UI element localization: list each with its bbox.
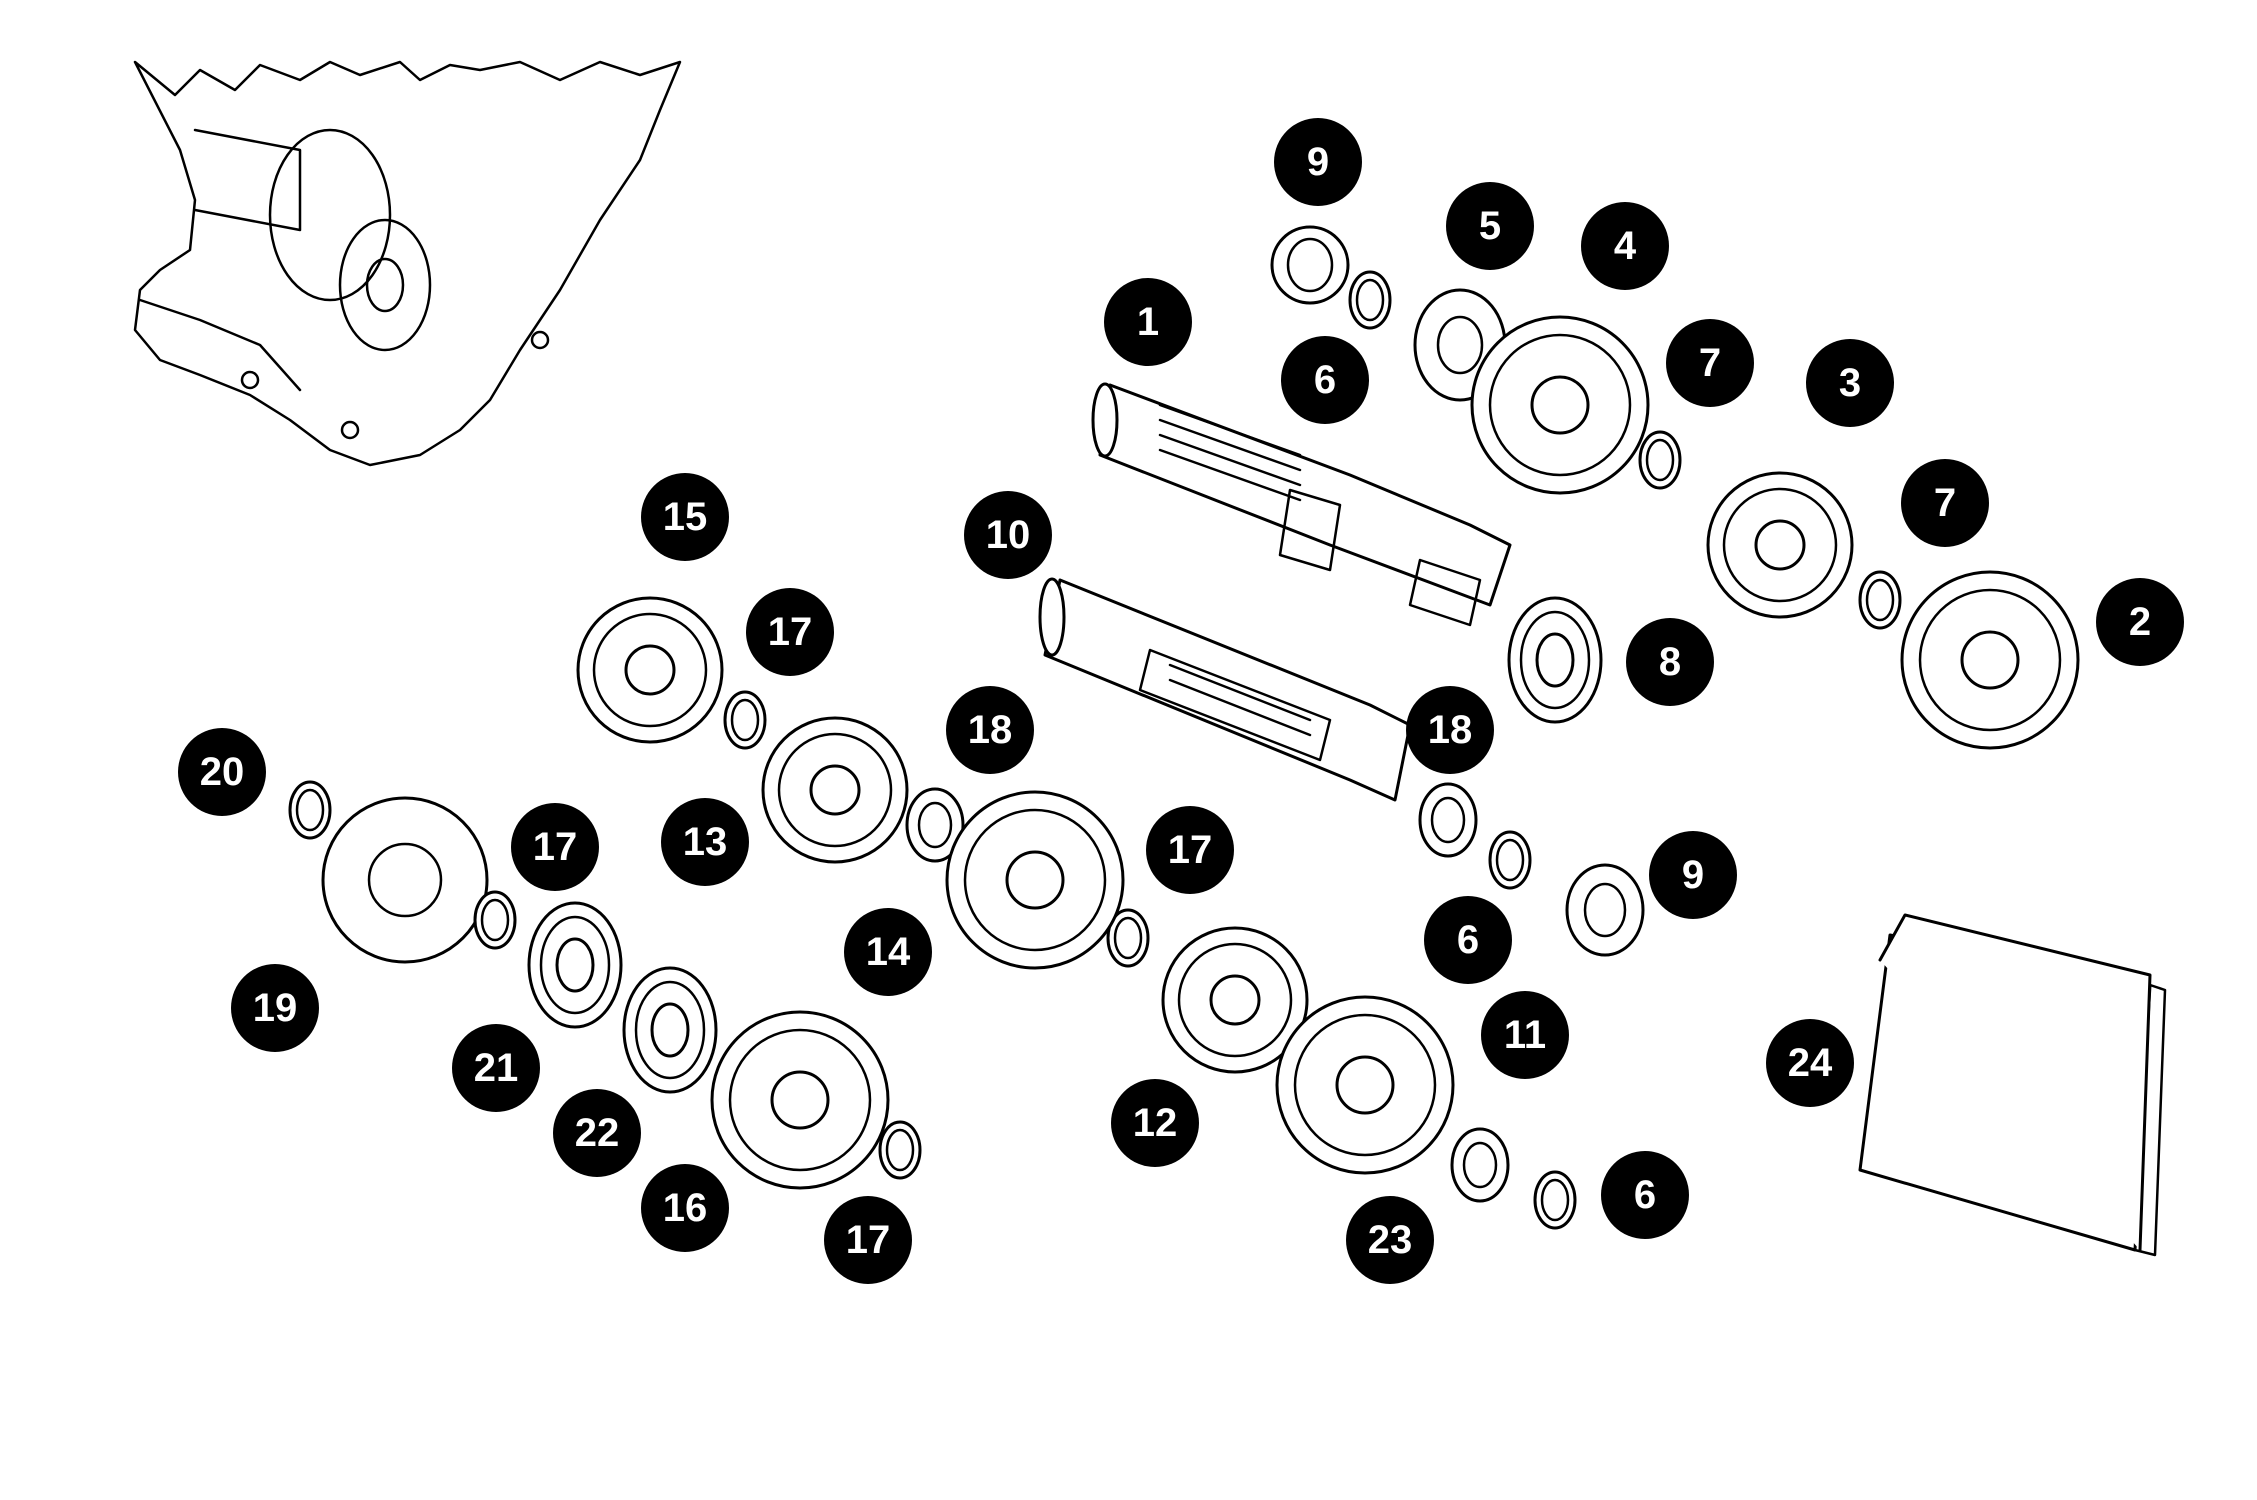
callout-17-right-text: 17 — [1168, 828, 1213, 872]
callout-6-top: 6 — [1281, 336, 1369, 424]
callout-10: 10 — [964, 491, 1052, 579]
callout-7-upper: 7 — [1666, 319, 1754, 407]
callout-18-left: 18 — [946, 686, 1034, 774]
callout-24: 24 — [1766, 1019, 1854, 1107]
callout-19-text: 19 — [253, 986, 298, 1030]
callout-4: 4 — [1581, 202, 1669, 290]
callout-7-lower: 7 — [1901, 459, 1989, 547]
bearing-22 — [622, 966, 718, 1094]
circlip-17-bottom — [878, 1120, 922, 1180]
callout-3-text: 3 — [1839, 361, 1861, 405]
callout-13: 13 — [661, 798, 749, 886]
circlip-17-left — [473, 890, 517, 950]
callout-21-text: 21 — [474, 1046, 519, 1090]
callout-9-right: 9 — [1649, 831, 1737, 919]
bearing-9-right — [1565, 863, 1645, 957]
callout-18-left-text: 18 — [968, 708, 1013, 752]
counter-shaft — [1038, 577, 1412, 802]
gear-13 — [761, 716, 909, 864]
callout-12-text: 12 — [1133, 1101, 1178, 1145]
callout-2: 2 — [2096, 578, 2184, 666]
callout-6-mid: 6 — [1424, 896, 1512, 984]
callout-9-top-text: 9 — [1307, 140, 1329, 184]
callout-11: 11 — [1481, 991, 1569, 1079]
washer-23 — [1450, 1127, 1510, 1203]
bearing-9-top — [1270, 225, 1350, 305]
callout-20: 20 — [178, 728, 266, 816]
callout-24-text: 24 — [1788, 1041, 1833, 1085]
circlip-6-bottom — [1533, 1170, 1577, 1230]
callout-20-text: 20 — [200, 750, 245, 794]
callout-5-text: 5 — [1479, 204, 1501, 248]
callout-18-right-text: 18 — [1428, 708, 1473, 752]
callout-17-right: 17 — [1146, 806, 1234, 894]
callout-17-left: 17 — [511, 803, 599, 891]
callout-10-text: 10 — [986, 513, 1031, 557]
bearing-21 — [527, 901, 623, 1029]
gear-15 — [576, 596, 724, 744]
callout-15: 15 — [641, 473, 729, 561]
circlip-6-top — [1348, 270, 1392, 330]
gear-14 — [945, 790, 1125, 970]
callout-17-bottom: 17 — [824, 1196, 912, 1284]
callout-3: 3 — [1806, 339, 1894, 427]
circlip-6-mid — [1488, 830, 1532, 890]
callout-9-top: 9 — [1274, 118, 1362, 206]
callout-5: 5 — [1446, 182, 1534, 270]
callout-15-text: 15 — [663, 495, 708, 539]
callout-18-right: 18 — [1406, 686, 1494, 774]
circlip-7-upper — [1638, 430, 1682, 490]
washer-18-right — [1418, 782, 1478, 858]
callout-19: 19 — [231, 964, 319, 1052]
gear-16 — [710, 1010, 890, 1190]
callout-8: 8 — [1626, 618, 1714, 706]
callout-17-bottom-text: 17 — [846, 1218, 891, 1262]
callout-16: 16 — [641, 1164, 729, 1252]
callout-2-text: 2 — [2129, 600, 2151, 644]
gear-4 — [1470, 315, 1650, 495]
callout-1: 1 — [1104, 278, 1192, 366]
callout-6-mid-text: 6 — [1457, 918, 1479, 962]
circlip-17-upper-left — [723, 690, 767, 750]
gear-2 — [1900, 570, 2080, 750]
callout-17-upper-left-text: 17 — [768, 610, 813, 654]
callout-23: 23 — [1346, 1196, 1434, 1284]
callout-4-text: 4 — [1614, 224, 1637, 268]
callout-14-text: 14 — [866, 930, 911, 974]
callout-7-lower-text: 7 — [1934, 481, 1956, 525]
callout-12: 12 — [1111, 1079, 1199, 1167]
circlip-20 — [288, 780, 332, 840]
manual-booklet — [1858, 913, 2167, 1257]
callout-17-left-text: 17 — [533, 825, 578, 869]
callout-8-text: 8 — [1659, 640, 1681, 684]
callout-17-upper-left: 17 — [746, 588, 834, 676]
callout-16-text: 16 — [663, 1186, 708, 1230]
bearing-8 — [1507, 596, 1603, 724]
callout-9-right-text: 9 — [1682, 853, 1704, 897]
callout-6-bottom: 6 — [1601, 1151, 1689, 1239]
gear-11 — [1275, 995, 1455, 1175]
callout-14: 14 — [844, 908, 932, 996]
engine-housing-outline — [133, 60, 682, 467]
callout-21: 21 — [452, 1024, 540, 1112]
callout-6-bottom-text: 6 — [1634, 1173, 1656, 1217]
callout-22-text: 22 — [575, 1111, 620, 1155]
main-shaft — [1091, 382, 1512, 627]
callout-22: 22 — [553, 1089, 641, 1177]
callout-23-text: 23 — [1368, 1218, 1413, 1262]
callout-11-text: 11 — [1504, 1013, 1546, 1057]
callout-6-top-text: 6 — [1314, 358, 1336, 402]
gear-3 — [1706, 471, 1854, 619]
callout-1-text: 1 — [1137, 300, 1159, 344]
sprocket-19 — [321, 796, 489, 964]
circlip-7-lower — [1858, 570, 1902, 630]
callout-7-upper-text: 7 — [1699, 341, 1721, 385]
callout-13-text: 13 — [683, 820, 728, 864]
